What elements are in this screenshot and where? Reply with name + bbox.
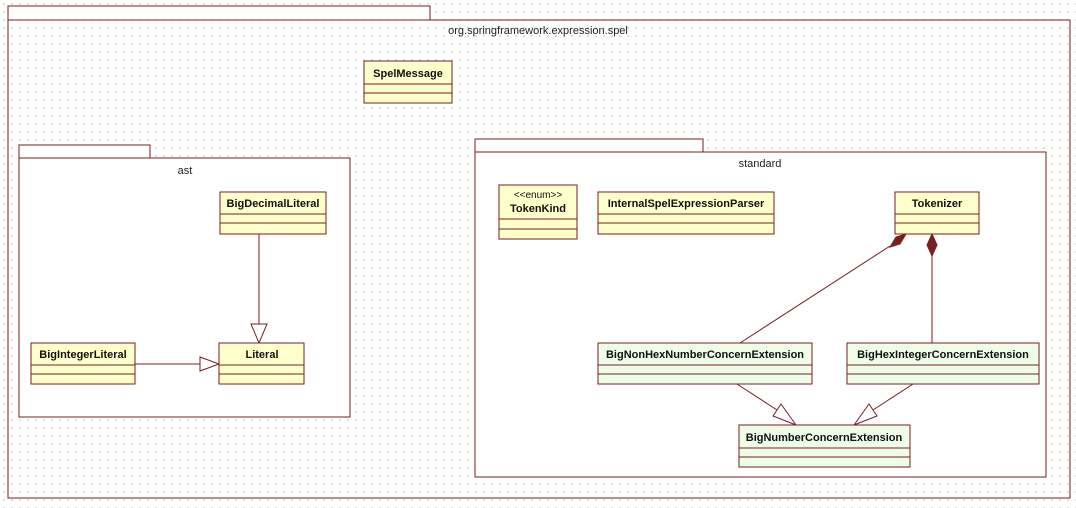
class-bighexintegerconcernextension[interactable]: BigHexIntegerConcernExtension [846, 342, 1040, 385]
class-bigintegerliteral[interactable]: BigIntegerLiteral [30, 342, 136, 385]
class-internalspelexpressionparser[interactable]: InternalSpelExpressionParser [597, 191, 775, 235]
class-bigintegerliteral-name: BigIntegerLiteral [39, 349, 126, 361]
package-root-label: org.springframework.expression.spel [448, 25, 628, 37]
class-bighexintegerconcernextension-name: BigHexIntegerConcernExtension [857, 349, 1029, 361]
class-bignumberconcernextension[interactable]: BigNumberConcernExtension [738, 424, 911, 468]
generalization-hex-bignumber [852, 383, 914, 427]
package-standard-label: standard [739, 158, 782, 170]
class-internalspelexpressionparser-name: InternalSpelExpressionParser [608, 198, 765, 210]
generalization-bigdecimal-literal [250, 234, 268, 345]
class-bigdecimalliteral[interactable]: BigDecimalLiteral [219, 191, 327, 235]
relationships [135, 232, 938, 427]
class-spelmessage[interactable]: SpelMessage [363, 60, 453, 104]
composition-tokenizer-hex [926, 232, 938, 343]
class-bignumberconcernextension-name: BigNumberConcernExtension [746, 432, 903, 444]
class-spelmessage-name: SpelMessage [373, 68, 443, 80]
class-bignonhexnumberconcernextension[interactable]: BigNonHexNumberConcernExtension [597, 342, 813, 385]
generalization-biginteger-literal [135, 356, 221, 372]
generalization-nonhex-bignumber [736, 383, 798, 427]
class-tokenkind-name: TokenKind [510, 203, 566, 215]
package-ast-label: ast [178, 165, 193, 177]
class-tokenizer[interactable]: Tokenizer [894, 191, 980, 235]
composition-tokenizer-nonhex [739, 233, 908, 344]
class-tokenizer-name: Tokenizer [912, 198, 963, 210]
class-bigdecimalliteral-name: BigDecimalLiteral [227, 198, 320, 210]
package-root[interactable]: org.springframework.expression.spel [7, 5, 1071, 499]
class-tokenkind[interactable]: <<enum>> TokenKind [498, 184, 578, 240]
class-literal-name: Literal [245, 349, 278, 361]
class-tokenkind-stereotype: <<enum>> [514, 190, 563, 201]
class-literal[interactable]: Literal [218, 342, 305, 385]
class-bignonhexnumberconcernextension-name: BigNonHexNumberConcernExtension [606, 349, 804, 361]
